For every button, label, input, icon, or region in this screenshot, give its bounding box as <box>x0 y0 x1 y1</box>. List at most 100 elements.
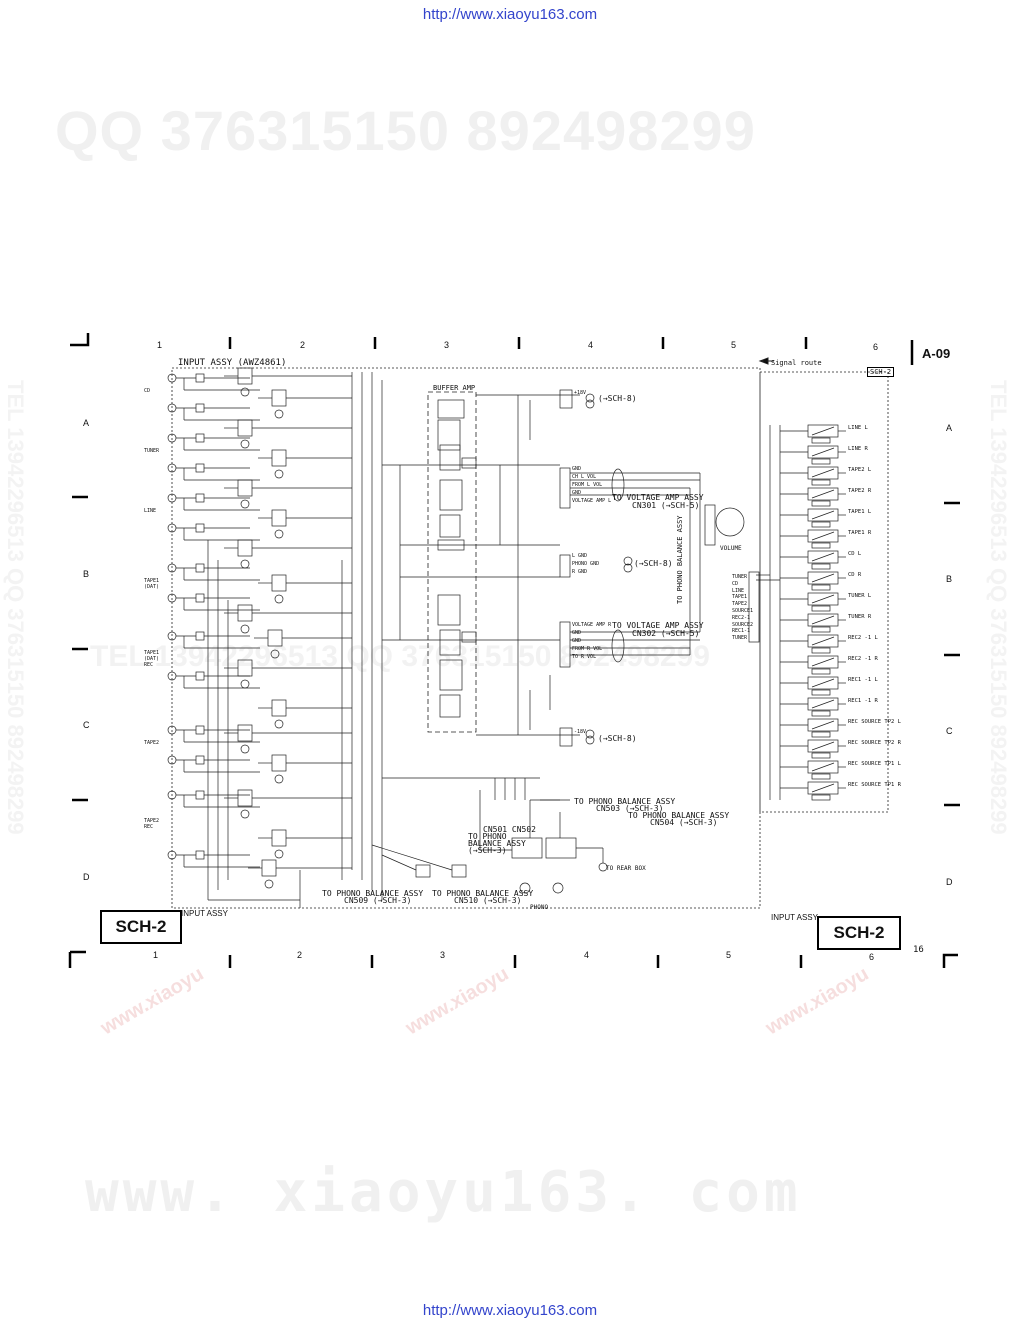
connector-pin-label: TAPE2 <box>732 601 748 608</box>
voltage-amp-1: TO VOLTAGE AMP ASSY <box>612 493 704 502</box>
page-number: 16 <box>913 945 924 955</box>
phono-510: TO PHONO BALANCE ASSY <box>432 889 534 898</box>
connector-pin-label: TUNER <box>732 574 748 580</box>
voltage-amp-2-cn: CN302 (→SCH-5) <box>632 629 700 638</box>
input-group-label: LINE <box>144 508 157 514</box>
phono-510-cn: CN510 (→SCH-3) <box>454 896 522 905</box>
input-group-label: TAPE2 <box>144 740 160 746</box>
cn-top-pin-label: CH L VOL <box>572 474 597 480</box>
to-sch8-bot: (→SCH-8) <box>598 734 637 743</box>
cn-gnd-pin-label: R GND <box>572 569 588 575</box>
col-label-bottom-1: 1 <box>153 950 159 960</box>
connector-pin-label: TAPE1 <box>732 594 748 601</box>
cn-gnd-pin-label: L GND <box>572 553 588 559</box>
phono-509: TO PHONO BALANCE ASSY <box>322 889 424 898</box>
buffer-amp-label: BUFFER AMP <box>433 384 476 392</box>
input-group-label: CD <box>144 388 151 394</box>
to-sch8-mid: (→SCH-8) <box>634 559 673 568</box>
connector-pin-label: CD <box>732 580 739 587</box>
relay-pin-label: TUNER L <box>848 593 872 599</box>
cn-bottom-pin-label: GND <box>572 638 582 644</box>
input-group-label: TAPE2 REC <box>144 818 160 830</box>
watermark-qq: QQ 376315150 892498299 <box>55 99 756 162</box>
to-rear-box: TO REAR BOX <box>606 865 646 872</box>
col-label-top-4: 4 <box>588 340 594 350</box>
relay-pin-label: TAPE1 L <box>848 509 872 515</box>
relay-pin-label: TAPE2 L <box>848 467 872 473</box>
row-label-right-a: A <box>946 423 953 433</box>
cn-bottom-pin-label: VOLTAGE AMP R <box>572 622 612 628</box>
input-assy-right: INPUT ASSY <box>771 913 818 922</box>
row-label-left-d: D <box>83 872 90 882</box>
row-label-left-c: C <box>83 720 90 730</box>
supply-label: +18V <box>574 390 587 396</box>
url-footer[interactable]: http://www.xiaoyu163.com <box>422 1302 598 1319</box>
row-label-right-d: D <box>946 877 953 887</box>
row-label-right-c: C <box>946 726 953 736</box>
cn-top-pin-label: VOLTAGE AMP L <box>572 498 612 504</box>
relay-pin-label: REC1 -1 L <box>848 677 878 683</box>
row-label-left-a: A <box>83 418 90 428</box>
watermark-tel-right: TEL 13942296513 QQ 376315150 892498299 <box>986 380 1011 835</box>
phono-balance-vertical: TO PHONO BALANCE ASSY <box>676 515 684 604</box>
phono-504-cn: CN504 (→SCH-3) <box>650 818 718 827</box>
col-label-top-2: 2 <box>300 340 306 350</box>
col-label-top-1: 1 <box>157 340 163 350</box>
col-label-bottom-2: 2 <box>297 950 303 960</box>
phono-503-cn: CN503 (→SCH-3) <box>596 804 664 813</box>
to-sch8-top: (→SCH-8) <box>598 394 637 403</box>
relay-pin-label: LINE R <box>848 446 868 452</box>
sch-code-small: SCH-2 <box>867 367 895 377</box>
relay-pin-label: REC2 -1 R <box>848 656 878 662</box>
relay-pin-label: REC1 -1 R <box>848 698 878 704</box>
sch-tag-right: SCH-2 <box>817 916 901 950</box>
phono-509-cn: CN509 (→SCH-3) <box>344 896 412 905</box>
relay-pin-label: REC SOURCE TP1 L <box>848 761 901 767</box>
to-phono: TO PHONO <box>468 832 507 841</box>
voltage-amp-2: TO VOLTAGE AMP ASSY <box>612 621 704 630</box>
cn-top-pin-label: GND <box>572 490 582 496</box>
watermark-site: www. xiaoyu163. com <box>85 1160 802 1225</box>
input-group-label: TUNER <box>144 448 160 454</box>
cn-bottom-pin-label: TO R VOL <box>572 654 597 660</box>
volume-label: VOLUME <box>720 545 742 552</box>
watermark-mid: TEL 13942296513 QQ 376315150 892498299 <box>90 640 710 673</box>
watermark-tel-left: TEL 13942296513 QQ 376315150 892498299 <box>3 380 28 835</box>
connector-pin-label: TUNER <box>732 635 748 642</box>
board-title: INPUT ASSY (AWZ4861) <box>178 358 287 368</box>
col-label-bottom-3: 3 <box>440 950 446 960</box>
connector-pin-label: SOURCE1 <box>732 608 754 614</box>
cn-top-pin-label: FROM L VOL <box>572 482 603 488</box>
connector-pin-label: SOURCE2 <box>732 621 754 628</box>
page-code: A-09 <box>922 346 951 361</box>
relay-pin-label: CD R <box>848 572 862 578</box>
relay-pin-label: CD L <box>848 551 862 557</box>
relay-pin-label: LINE L <box>848 425 868 431</box>
relay-pin-label: REC SOURCE TP2 L <box>848 719 901 725</box>
col-label-bottom-4: 4 <box>584 950 590 960</box>
cn-gnd-pin-label: PHONO GND <box>572 561 600 567</box>
relay-pin-label: REC2 -1 L <box>848 635 878 641</box>
connector-pin-label: REC1-1 <box>732 628 751 635</box>
col-label-top-6: 6 <box>873 342 879 352</box>
relay-pin-label: REC SOURCE TP1 R <box>848 782 901 788</box>
cn-bottom-pin-label: GND <box>572 630 582 636</box>
phono-503: TO PHONO BALANCE ASSY <box>574 797 676 806</box>
col-label-top-3: 3 <box>444 340 450 350</box>
phono-label: PHONO <box>530 904 549 911</box>
cn501-502: CN501 CN502 <box>483 825 536 834</box>
col-label-top-5: 5 <box>731 340 737 350</box>
relay-pin-label: TAPE1 R <box>848 530 872 536</box>
input-group-label: TAPE1 (DAT) <box>144 578 160 590</box>
cn-top-pin-label: GND <box>572 466 582 472</box>
signal-route-legend: Signal route <box>771 359 822 367</box>
url-header[interactable]: http://www.xiaoyu163.com <box>422 6 598 23</box>
sch3: (→SCH-3) <box>468 846 507 855</box>
row-label-left-b: B <box>83 569 90 579</box>
relay-pin-label: TUNER R <box>848 614 872 620</box>
input-assy-left: INPUT ASSY <box>181 909 228 918</box>
relay-pin-label: REC SOURCE TP2 R <box>848 740 901 746</box>
row-label-right-b: B <box>946 574 953 584</box>
input-group-label: TAPE1 (DAT) REC <box>144 650 160 668</box>
